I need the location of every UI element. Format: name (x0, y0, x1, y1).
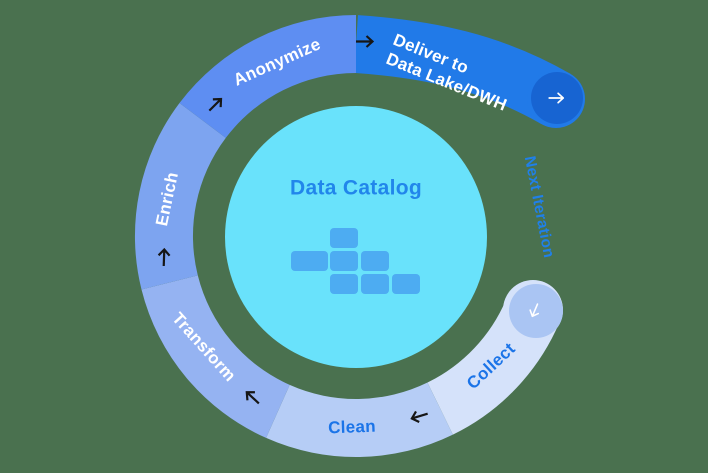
block (361, 274, 389, 294)
data-catalog-title: Data Catalog (290, 177, 422, 200)
block (361, 251, 389, 271)
flow-arrow-anonymize-icon (208, 97, 223, 112)
flow-arrow-transform-icon (245, 391, 260, 405)
flow-arrow-enrich-icon (157, 247, 171, 267)
stage-label-clean: Clean (328, 417, 376, 438)
flow-arrow-deliver-icon (356, 35, 375, 48)
arrow-right-icon (548, 92, 565, 104)
block (330, 274, 358, 294)
arrow-down-left-icon (529, 303, 540, 318)
stage-segment-clean (266, 382, 453, 457)
stage-segment-enrich (134, 103, 226, 290)
collect-start-circle (509, 284, 563, 338)
stage-segment-anonymize (179, 15, 356, 138)
flow-arrow-clean-icon (410, 410, 428, 423)
block (330, 228, 358, 248)
block (392, 274, 420, 294)
block (291, 251, 328, 271)
data-catalog-blocks-icon (291, 228, 420, 294)
block (330, 251, 358, 271)
